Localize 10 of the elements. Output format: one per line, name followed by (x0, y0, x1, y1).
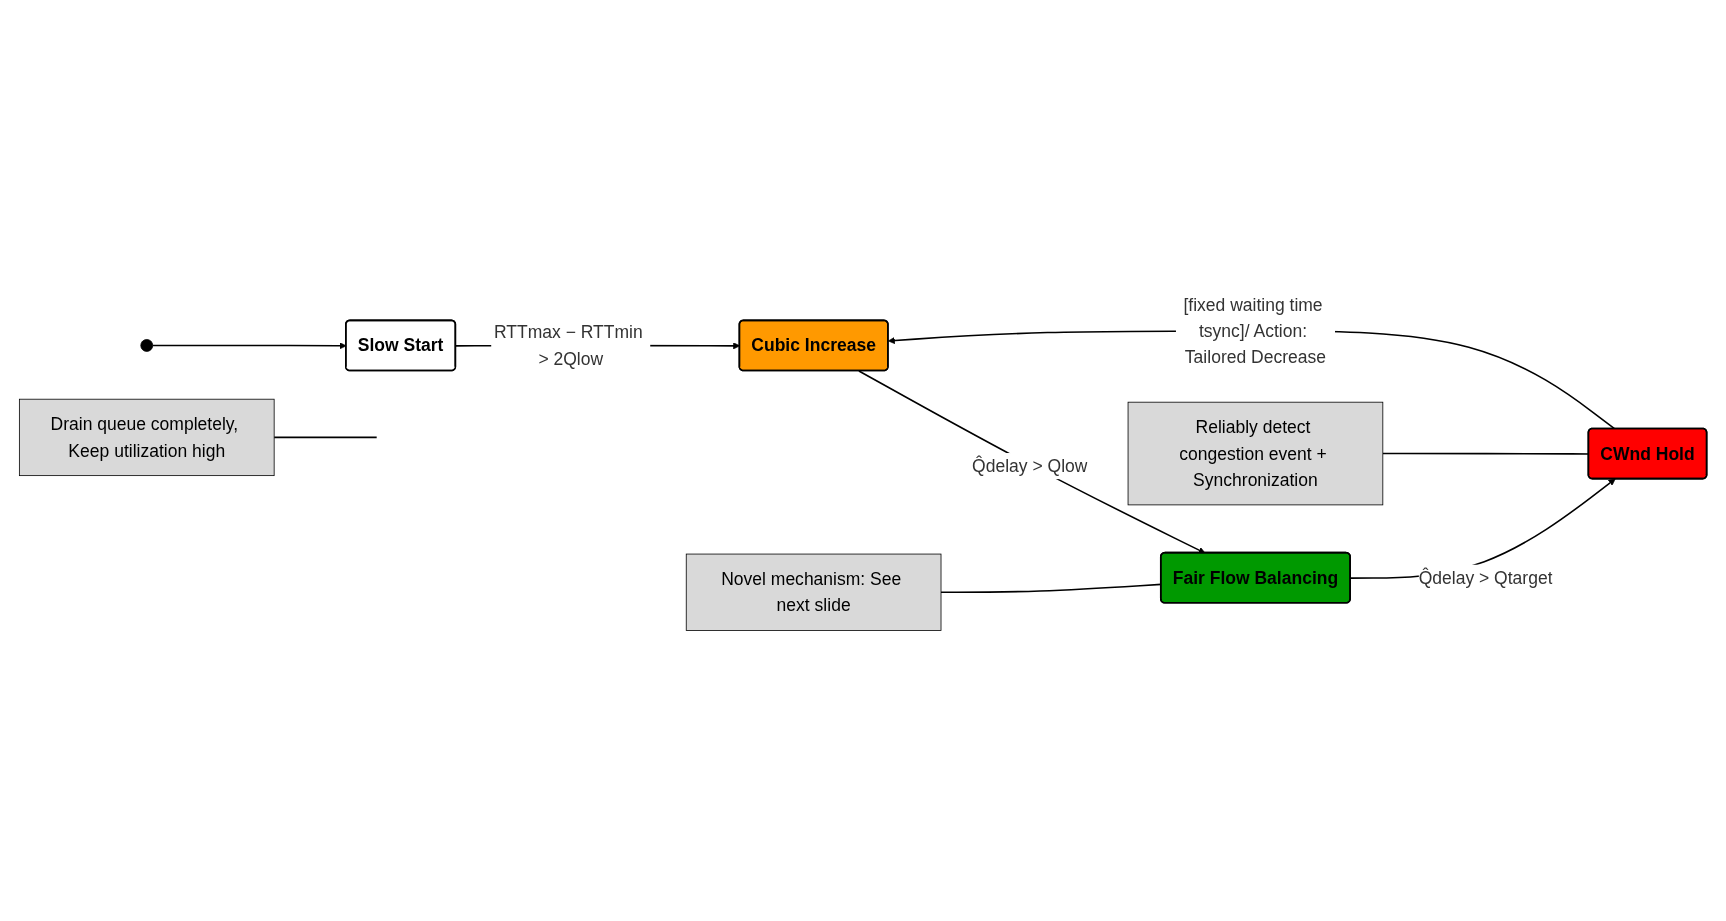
node-circle (140, 338, 154, 352)
node-box: Reliably detect congestion event + Synchronization (1127, 401, 1384, 505)
edge-label: RTTmax − RTTmin > 2Qlow (493, 321, 643, 369)
edge-label: Q̂delay > Qtarget (1418, 567, 1553, 588)
edge-label: [fixed waiting time tsync]/ Action: Tailored Decrease (1183, 294, 1327, 367)
edge-label: Q̂delay > Qlow (972, 455, 1088, 476)
node-box: Novel mechanism: See next slide (685, 553, 942, 631)
arrow (858, 369, 1206, 553)
connector (273, 436, 378, 438)
node-box: Drain queue completely, Keep utilization high (18, 398, 275, 476)
